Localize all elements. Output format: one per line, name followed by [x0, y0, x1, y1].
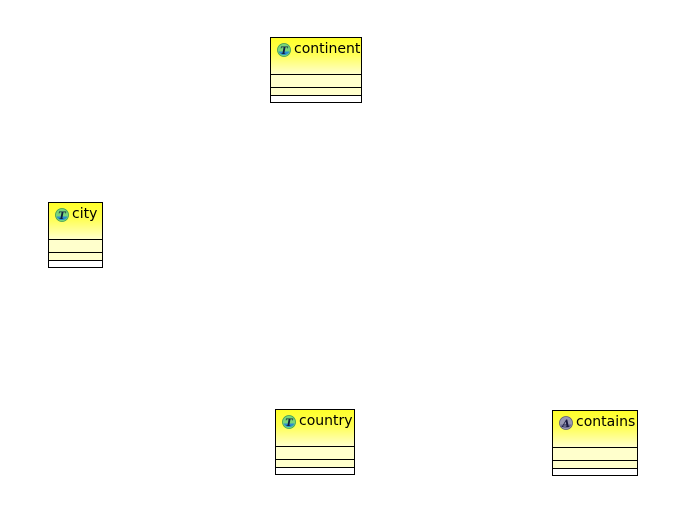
type-icon: T [282, 415, 296, 429]
type-icon: T [55, 208, 69, 222]
class-header: A contains [553, 411, 637, 448]
class-box-continent[interactable]: T continent [270, 37, 362, 103]
operations-compartment [553, 461, 637, 469]
extra-compartment [553, 469, 637, 473]
attributes-compartment [553, 448, 637, 461]
attributes-compartment [276, 447, 354, 460]
extra-compartment [276, 468, 354, 472]
class-name: continent [294, 41, 361, 57]
svg-text:T: T [280, 46, 289, 57]
operations-compartment [271, 88, 361, 96]
class-name: city [72, 206, 98, 222]
attributes-compartment [271, 75, 361, 88]
class-header: T country [276, 410, 354, 447]
operations-compartment [49, 253, 102, 261]
association-icon: A [559, 416, 573, 430]
class-header: T city [49, 203, 102, 240]
extra-compartment [271, 96, 361, 100]
class-box-contains[interactable]: A contains [552, 410, 638, 476]
extra-compartment [49, 261, 102, 265]
class-header: T continent [271, 38, 361, 75]
class-name: country [299, 413, 353, 429]
svg-text:A: A [561, 419, 570, 430]
operations-compartment [276, 460, 354, 468]
attributes-compartment [49, 240, 102, 253]
svg-text:T: T [285, 418, 294, 429]
type-icon: T [277, 43, 291, 57]
svg-text:T: T [58, 211, 67, 222]
class-name: contains [576, 414, 636, 430]
class-box-country[interactable]: T country [275, 409, 355, 475]
class-box-city[interactable]: T city [48, 202, 103, 268]
